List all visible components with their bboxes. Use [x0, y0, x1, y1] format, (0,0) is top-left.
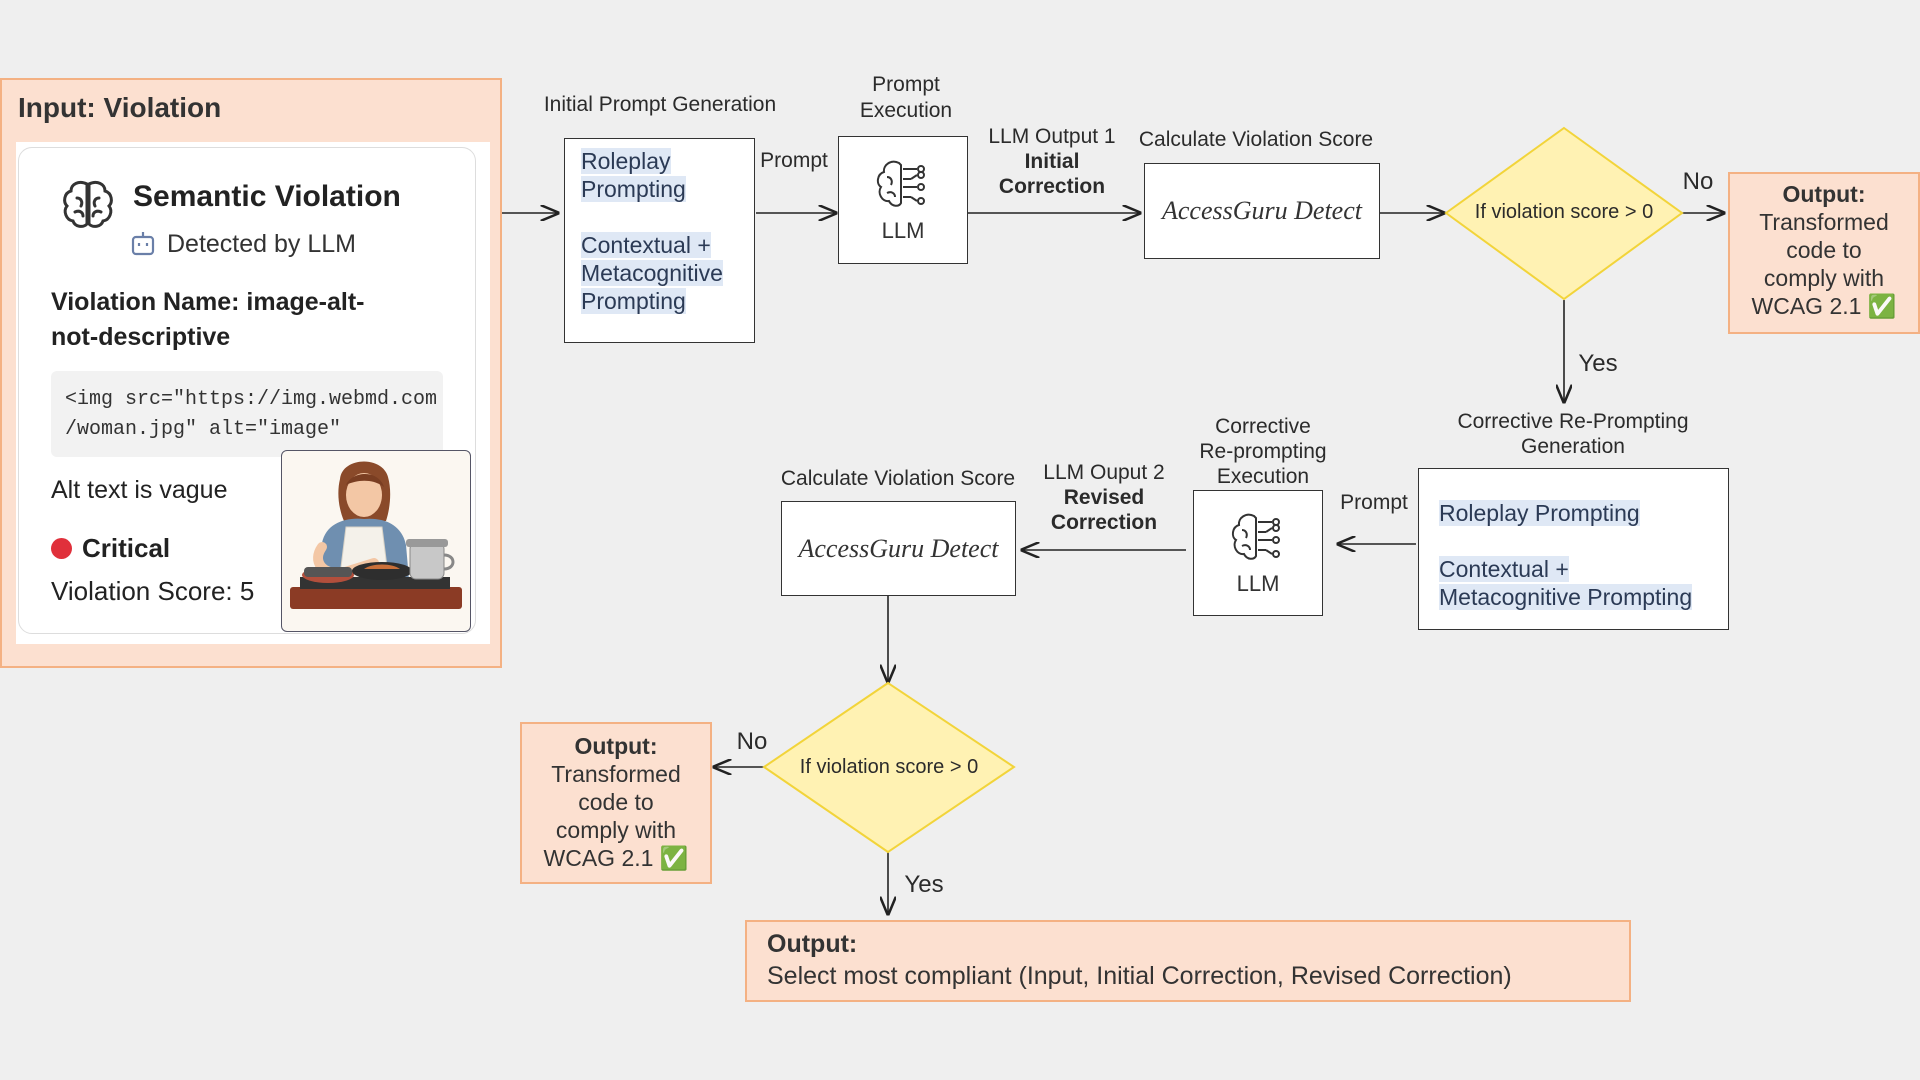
brain-icon: [59, 178, 117, 235]
prompt-item-metacognitive: Metacognitive: [581, 260, 723, 287]
arrow-label-prompt-2: Prompt: [1340, 491, 1408, 514]
decision-1-text: If violation score > 0: [1474, 201, 1654, 223]
prompt-execution-line2: Execution: [859, 99, 953, 122]
decision-1-no-label: No: [1682, 168, 1714, 195]
llm-label-1: LLM: [881, 217, 925, 243]
output-2-line1: Transformed: [551, 761, 681, 788]
detected-by-label: Detected by LLM: [167, 230, 356, 258]
stage2-title: Corrective Re-Prompting Generation: [1418, 409, 1728, 459]
corrective-prompt-box: Roleplay Prompting Contextual + Metacogn…: [1418, 468, 1729, 630]
initial-prompt-box: Roleplay Prompting Contextual + Metacogn…: [564, 138, 755, 343]
llm-label-2: LLM: [1236, 570, 1280, 596]
prompt-item-roleplay: Roleplay: [581, 148, 671, 174]
severity-label: Critical: [82, 533, 171, 563]
reprompt-execution-line1: Corrective: [1215, 415, 1311, 438]
violation-name-line1: Violation Name: image-alt-: [51, 288, 365, 316]
decision-1-yes-label: Yes: [1578, 350, 1618, 377]
stage2-title-line1: Corrective Re-Prompting: [1457, 410, 1689, 433]
decision-2-no-label: No: [736, 728, 768, 755]
output-1-line3: comply with: [1763, 265, 1885, 292]
decision-2-text: If violation score > 0: [799, 756, 979, 778]
llm-output-2-line2: Revised: [1063, 486, 1145, 510]
alt-text-note: Alt text is vague: [51, 476, 228, 504]
reprompt-execution-line3: Execution: [1216, 465, 1310, 489]
output-2-line2: code to: [578, 789, 654, 816]
output-2-line4: WCAG 2.1 ✅: [543, 845, 689, 872]
robot-icon: [131, 230, 155, 261]
decision-diamond-1: [1444, 126, 1684, 301]
code-line-2: /woman.jpg" alt="image": [65, 418, 342, 441]
decision-2-yes-label: Yes: [904, 871, 944, 898]
corrective-item-metacognitive: Metacognitive Prompting: [1439, 584, 1693, 611]
corrective-prompt-list: Roleplay Prompting Contextual + Metacogn…: [1439, 499, 1693, 611]
prompt-item-contextual: Contextual +: [581, 232, 711, 259]
violation-name-line2: not-descriptive: [51, 323, 231, 351]
critical-dot-icon: [51, 538, 72, 559]
llm-execution-box-1: LLM: [838, 136, 968, 264]
stage1-title: Initial Prompt Generation: [543, 93, 777, 116]
output-box-1: Output: Transformed code to comply with …: [1728, 172, 1920, 334]
final-output-box: Output: Select most compliant (Input, In…: [745, 920, 1631, 1002]
llm-execution-box-2: LLM: [1193, 490, 1323, 616]
decision-diamond-2: [762, 681, 1016, 854]
output-box-2: Output: Transformed code to comply with …: [520, 722, 712, 884]
violation-score-label: Violation Score: 5: [51, 576, 255, 606]
final-output-text: Select most compliant (Input, Initial Co…: [767, 962, 1512, 990]
violation-card: Semantic Violation Detected by LLM Viola…: [18, 147, 476, 634]
reprompt-execution-line2: Re-prompting: [1199, 440, 1327, 464]
prompt-item-prompting: Prompting: [581, 176, 686, 203]
calc-score-2-title: Calculate Violation Score: [780, 467, 1016, 490]
output-1-line4: WCAG 2.1 ✅: [1751, 293, 1897, 320]
initial-prompt-list: Roleplay Prompting Contextual + Metacogn…: [581, 147, 723, 315]
llm-output-1-line3: Correction: [998, 175, 1106, 199]
accessguru-detect-box-2: AccessGuru Detect: [781, 501, 1016, 596]
corrective-item-contextual: Contextual +: [1439, 556, 1569, 583]
output-2-heading: Output:: [574, 733, 658, 759]
output-2-line3: comply with: [555, 817, 677, 844]
prompt-execution-line1: Prompt: [872, 73, 940, 96]
cooking-woman-illustration: [281, 450, 471, 632]
arrow-label-prompt-1: Prompt: [760, 149, 828, 172]
corrective-item-roleplay: Roleplay Prompting: [1439, 500, 1640, 526]
llm-output-1-line2: Initial: [1024, 150, 1080, 174]
final-output-heading: Output:: [767, 930, 858, 958]
llm-brain-circuit-icon: [873, 157, 933, 216]
calc-score-1-title: Calculate Violation Score: [1138, 128, 1374, 151]
prompt-item-prompting-2: Prompting: [581, 288, 686, 315]
output-1-line2: code to: [1786, 237, 1862, 264]
output-1-heading: Output:: [1782, 181, 1866, 207]
input-panel-title: Input: Violation: [18, 92, 222, 123]
llm-output-1-label: LLM Output 1 Initial Correction: [972, 124, 1132, 200]
output-1-line1: Transformed: [1759, 209, 1889, 236]
llm-output-2-line1: LLM Ouput 2: [1043, 461, 1165, 484]
llm-brain-circuit-icon-2: [1228, 510, 1288, 569]
llm-output-2-label: LLM Ouput 2 Revised Correction: [1024, 460, 1184, 536]
violation-heading: Semantic Violation: [133, 180, 401, 213]
code-line-1: <img src="https://img.webmd.com: [65, 388, 438, 411]
llm-output-1-line1: LLM Output 1: [988, 125, 1116, 148]
accessguru-detect-box-1: AccessGuru Detect: [1144, 163, 1380, 259]
code-snippet-block: [51, 371, 443, 457]
stage2-title-line2: Generation: [1521, 435, 1625, 459]
llm-output-2-line3: Correction: [1050, 511, 1158, 535]
reprompt-execution-label: Corrective Re-prompting Execution: [1182, 414, 1344, 490]
